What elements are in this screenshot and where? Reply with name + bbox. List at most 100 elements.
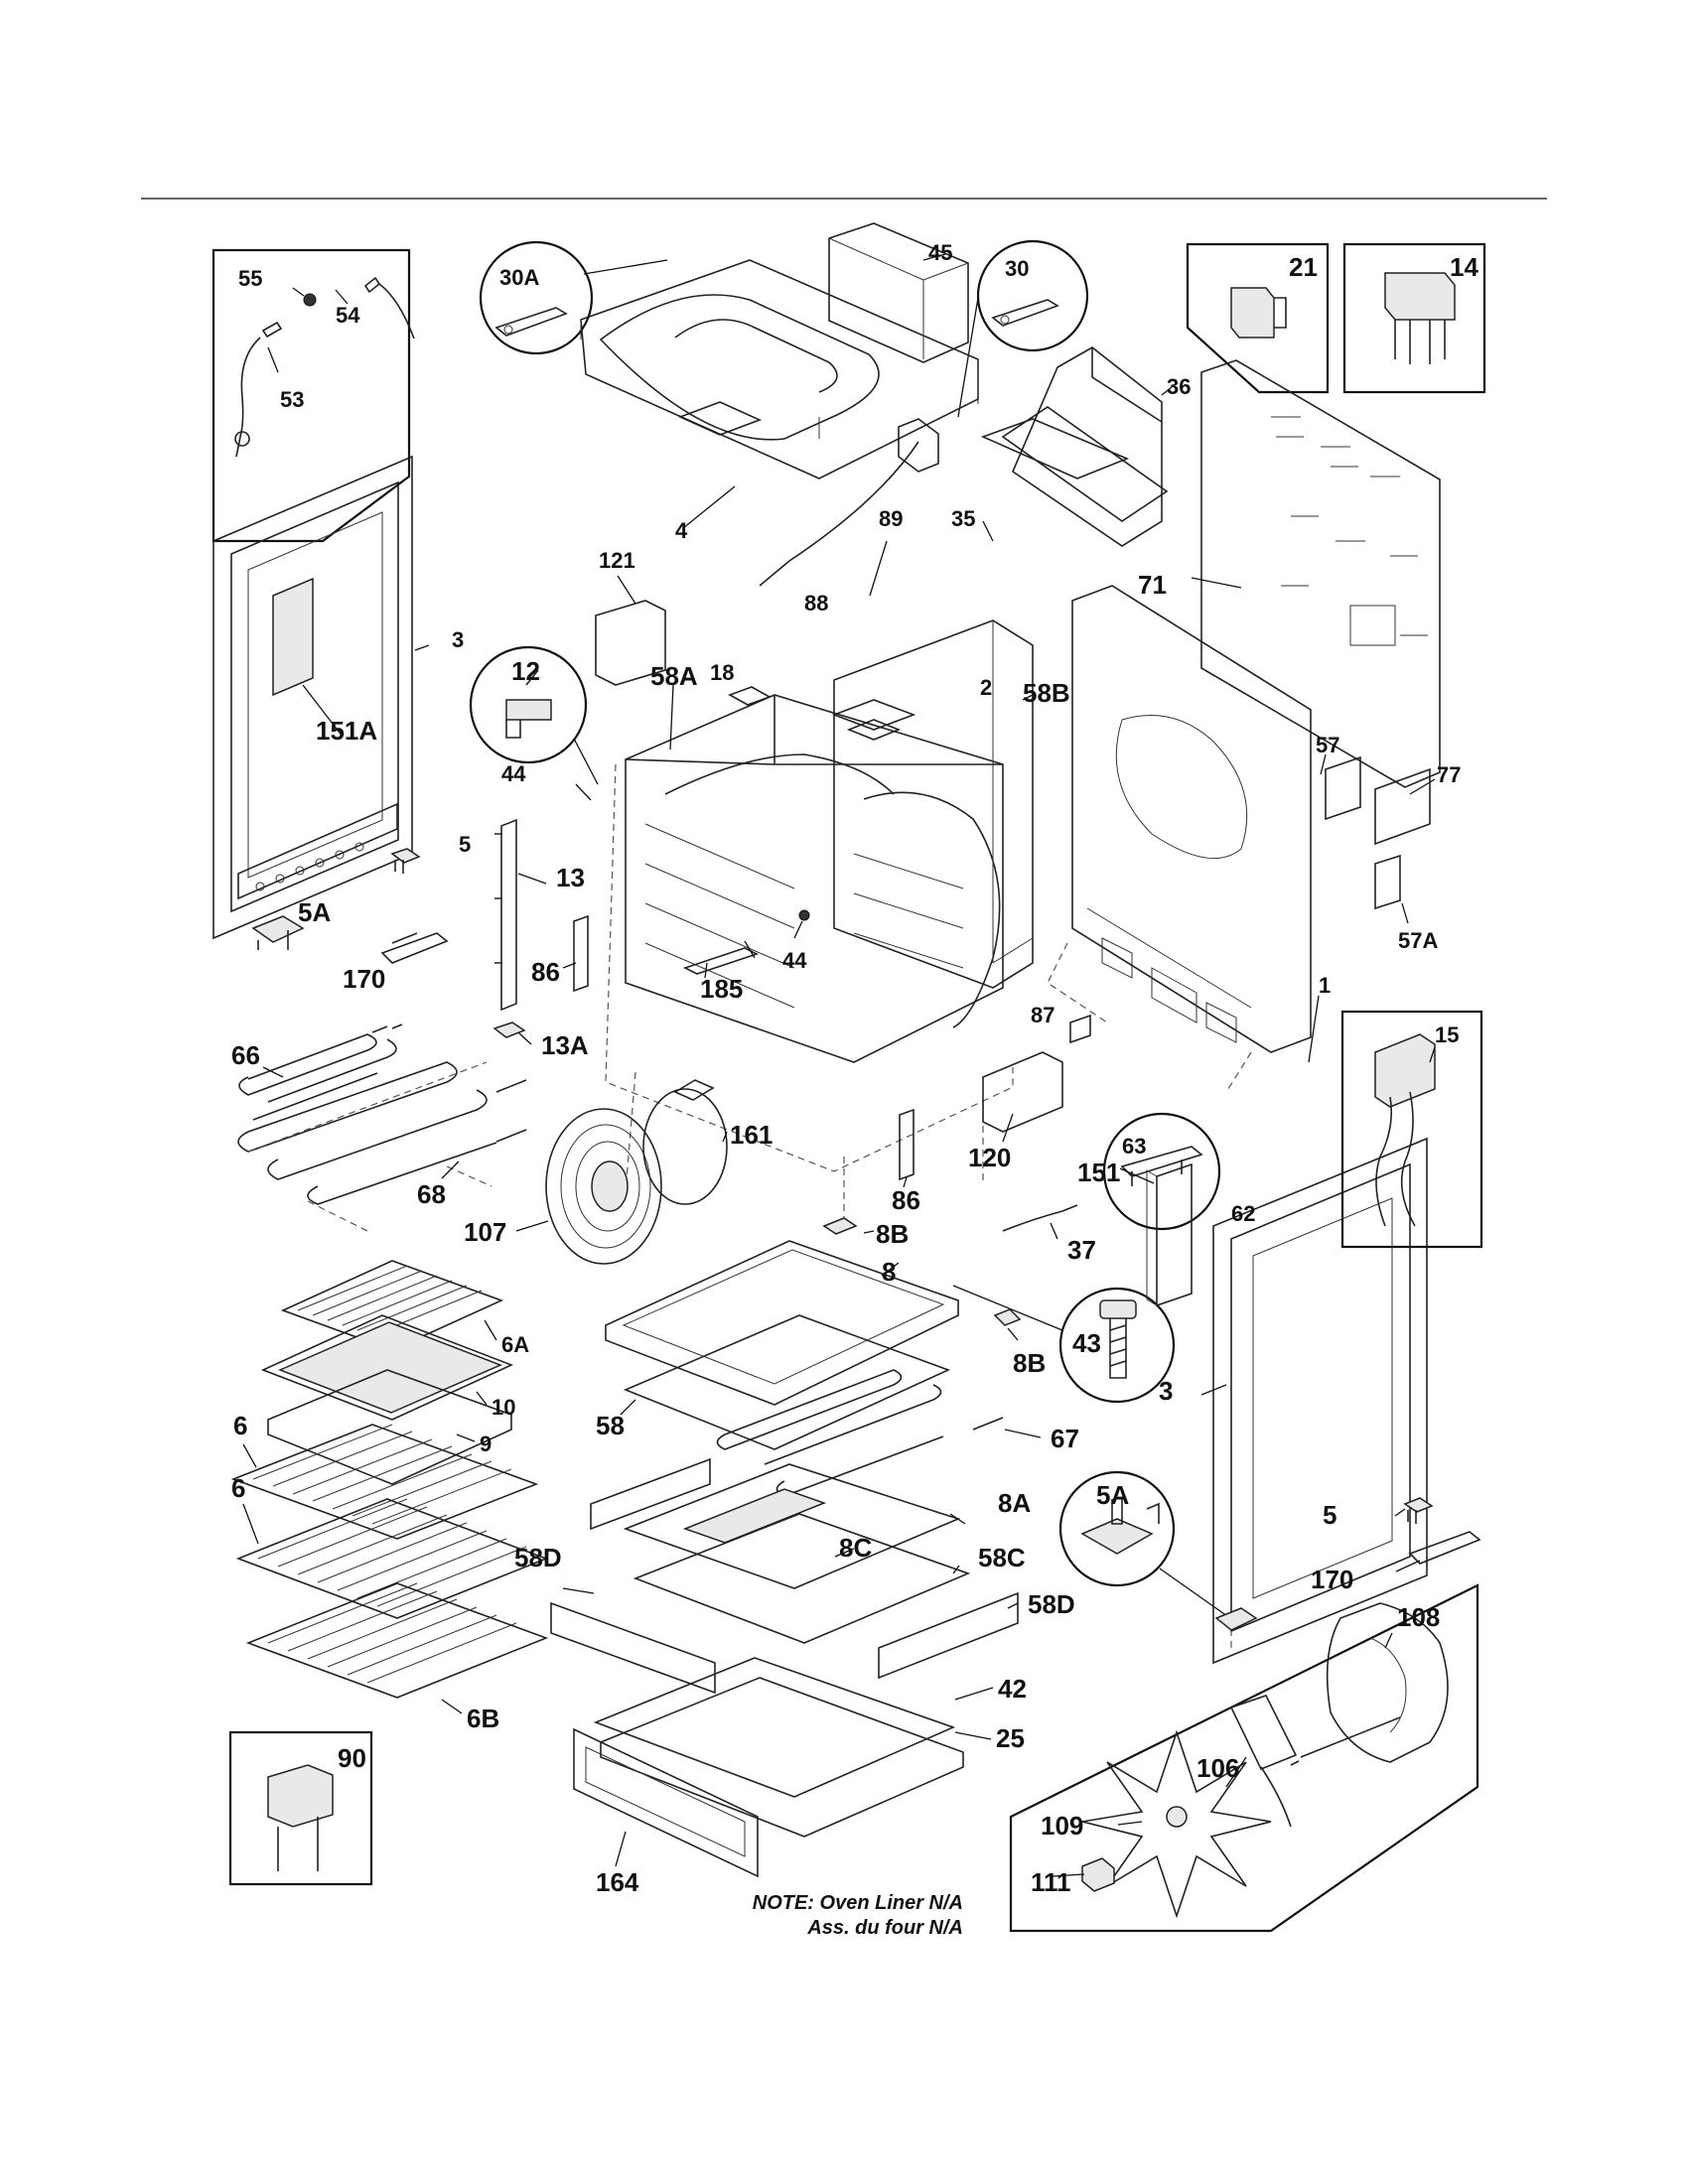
- label-6-b: 6: [231, 1473, 245, 1503]
- label-5A-right: 5A: [1096, 1480, 1129, 1510]
- rear-cover-71: [1191, 359, 1441, 788]
- label-58C: 58C: [978, 1543, 1026, 1572]
- callout-12: [469, 645, 599, 785]
- gasket-ring-161: [642, 1079, 728, 1205]
- vent-duct-36: [1001, 346, 1173, 547]
- label-86-a: 86: [531, 957, 560, 987]
- label-18: 18: [710, 660, 734, 685]
- label-8A: 8A: [998, 1488, 1031, 1518]
- label-5-left: 5: [459, 832, 471, 857]
- top-chassis: [580, 259, 979, 529]
- oven-cavity: [605, 686, 1014, 1226]
- bottom-assembly: [550, 1457, 1019, 1695]
- label-30: 30: [1005, 256, 1029, 281]
- bracket-151: [1119, 1162, 1193, 1307]
- fan-cover-107: [515, 1108, 662, 1265]
- label-161: 161: [730, 1120, 773, 1150]
- bracket-86-lower: [899, 1108, 914, 1188]
- hinge-parts-right: [1214, 1497, 1481, 1631]
- label-44-b: 44: [782, 948, 807, 973]
- broiler-pan: [260, 1314, 514, 1485]
- label-6B: 6B: [467, 1704, 499, 1733]
- label-30A: 30A: [499, 265, 539, 290]
- label-58D-a: 58D: [514, 1543, 562, 1572]
- back-panel: [1047, 585, 1320, 1093]
- label-10: 10: [492, 1395, 515, 1420]
- label-87: 87: [1031, 1003, 1055, 1027]
- control-inset-21: [1186, 242, 1330, 394]
- oven-rack-lower: [235, 1498, 549, 1619]
- label-9: 9: [480, 1432, 492, 1456]
- oven-door-left: [212, 455, 430, 940]
- label-6-a: 6: [233, 1411, 247, 1440]
- callout-30: [957, 239, 1089, 418]
- sensor-inset: [211, 248, 415, 543]
- label-151: 151: [1077, 1158, 1120, 1187]
- label-67: 67: [1051, 1424, 1079, 1453]
- hinge-parts-left: [251, 848, 449, 964]
- label-3-right: 3: [1159, 1376, 1173, 1406]
- bake-element-68: [237, 1061, 527, 1232]
- label-109: 109: [1041, 1811, 1083, 1841]
- label-35: 35: [951, 506, 975, 531]
- switch-inset-14: [1342, 242, 1486, 394]
- brackets-8B: [822, 1217, 1022, 1341]
- label-66: 66: [231, 1040, 260, 1070]
- label-53: 53: [280, 387, 304, 412]
- label-89: 89: [879, 506, 903, 531]
- label-15: 15: [1435, 1023, 1459, 1047]
- label-5-right: 5: [1323, 1500, 1336, 1530]
- label-121: 121: [599, 548, 635, 573]
- label-108: 108: [1397, 1602, 1440, 1632]
- label-86-b: 86: [892, 1185, 920, 1215]
- label-2: 2: [980, 675, 992, 700]
- insulation-58B: [833, 619, 1034, 989]
- oven-rack-upper: [230, 1424, 539, 1540]
- label-68: 68: [417, 1179, 446, 1209]
- label-43: 43: [1072, 1328, 1101, 1358]
- label-6A: 6A: [501, 1332, 529, 1357]
- label-45: 45: [928, 240, 952, 265]
- label-71: 71: [1138, 570, 1167, 600]
- label-120: 120: [968, 1143, 1011, 1172]
- label-170-right: 170: [1311, 1565, 1353, 1594]
- label-90: 90: [338, 1743, 366, 1773]
- insulation-58: [620, 1314, 951, 1450]
- label-164: 164: [596, 1867, 639, 1897]
- label-12: 12: [511, 656, 540, 686]
- label-21: 21: [1289, 252, 1318, 282]
- convection-fan-assembly: [1009, 1583, 1479, 1933]
- bracket-57-77: [1320, 753, 1436, 924]
- wire-37: [1002, 1204, 1078, 1240]
- label-8B-a: 8B: [876, 1219, 909, 1249]
- label-77: 77: [1437, 762, 1461, 787]
- broil-element-66: [238, 1024, 403, 1121]
- label-88: 88: [804, 591, 828, 615]
- label-185: 185: [700, 974, 743, 1004]
- cavity-brackets: [492, 783, 810, 1045]
- bottom-tray-8: [605, 1240, 959, 1406]
- sensor-inset-15: [1340, 1010, 1483, 1249]
- label-8C: 8C: [839, 1533, 872, 1563]
- label-37: 37: [1067, 1235, 1096, 1265]
- note-line-1: NOTE: Oven Liner N/A: [753, 1892, 963, 1914]
- label-170-left: 170: [343, 964, 385, 994]
- label-14: 14: [1450, 252, 1478, 282]
- label-44-a: 44: [501, 761, 526, 786]
- label-8: 8: [882, 1257, 896, 1287]
- note-line-2: Ass. du four N/A: [806, 1917, 963, 1939]
- label-4: 4: [675, 518, 688, 543]
- label-63: 63: [1122, 1134, 1146, 1159]
- brackets-87-120: [982, 1014, 1091, 1143]
- callout-5A-right: [1058, 1470, 1228, 1617]
- label-1: 1: [1319, 973, 1331, 998]
- storage-drawer: [593, 1657, 994, 1838]
- label-58A: 58A: [650, 661, 698, 691]
- label-25: 25: [996, 1723, 1025, 1753]
- oven-rack-6B: [245, 1582, 549, 1714]
- label-62: 62: [1231, 1201, 1255, 1226]
- label-8B-b: 8B: [1013, 1348, 1046, 1378]
- label-106: 106: [1196, 1753, 1239, 1783]
- sensor-rod-88: [759, 418, 939, 597]
- label-107: 107: [464, 1217, 506, 1247]
